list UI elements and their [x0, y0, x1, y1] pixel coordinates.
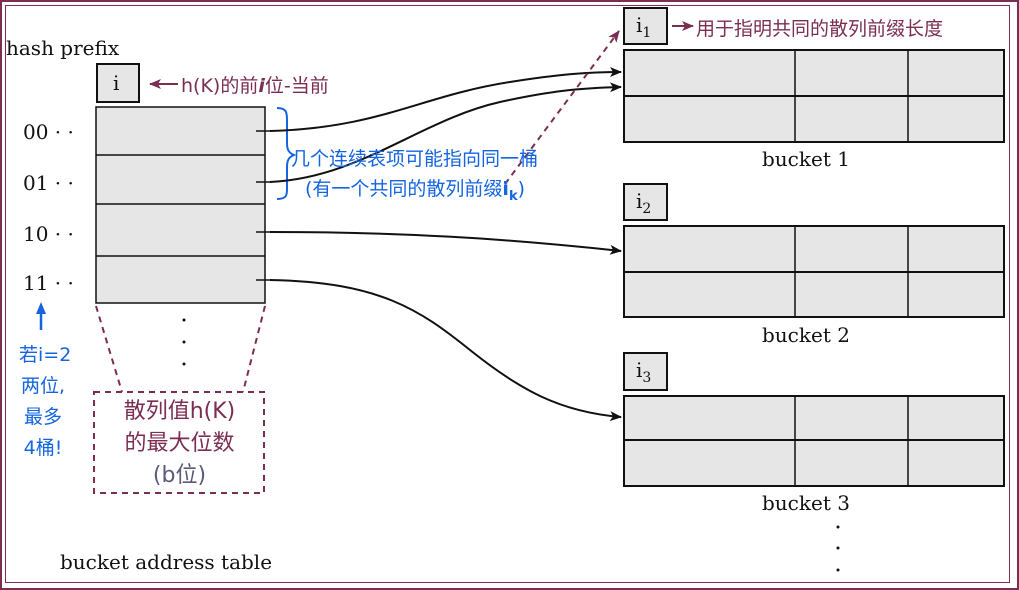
- left-note: 若i=2 两位, 最多 4桶!: [19, 340, 72, 464]
- group-note-line2-i: i: [502, 178, 509, 200]
- ellipsis-dot: [182, 318, 186, 322]
- global-depth-box: [96, 63, 140, 103]
- table-entry-01: 01 · ·: [23, 171, 74, 195]
- bucket-address-table-label: bucket address table: [60, 550, 273, 574]
- table-entry-10: 10 · ·: [23, 222, 74, 246]
- max-bits-line: (b位): [152, 463, 207, 488]
- left-note-line: 若i=2: [19, 344, 72, 366]
- pointer-11-to-bucket-3: [269, 279, 622, 422]
- bucket-3-depth-i: i: [636, 358, 643, 382]
- prefix-note: h(K)的前i位-当前: [181, 71, 329, 98]
- table-entry-11: 11 · ·: [23, 271, 74, 295]
- pointer-01-to-bucket-1: [269, 82, 622, 183]
- bucket-1-depth-i: i: [636, 13, 643, 37]
- dashed-guide: [95, 305, 123, 393]
- left-note-line: 4桶!: [23, 437, 63, 459]
- prefix-note-tail: 位-当前: [264, 75, 329, 97]
- max-bits-note: 散列值h(K) 的最大位数 (b位): [98, 396, 261, 492]
- group-brace: [276, 107, 297, 200]
- prefix-note-head: h(K)的前: [181, 75, 259, 97]
- group-note-line2-pre: (有一个共同的散列前缀: [305, 178, 503, 200]
- ellipsis-dot: [836, 525, 840, 529]
- ellipsis-dot: [836, 568, 840, 572]
- prefix-note-i: i: [258, 75, 265, 97]
- bucket-3-depth-label: i3: [636, 358, 651, 386]
- group-note-line1: 几个连续表项可能指向同一桶: [291, 148, 539, 170]
- bucket-1-depth-label: i1: [636, 13, 651, 41]
- table-entry-00: 00 · ·: [23, 120, 74, 144]
- pointer-00-to-bucket-1: [269, 67, 622, 132]
- bucket-1-depth-box: [623, 7, 668, 45]
- bucket-1-name: bucket 1: [762, 147, 850, 171]
- max-bits-box: [93, 391, 265, 494]
- group-note-line2-sub: k: [508, 188, 518, 204]
- bucket-address-table: [95, 106, 266, 304]
- bucket-2-depth-i: i: [636, 189, 643, 213]
- left-note-line: 最多: [23, 406, 62, 428]
- bucket-3-depth-sub: 3: [642, 370, 652, 386]
- inner-frame: [5, 5, 1010, 583]
- ellipsis-dot: [182, 362, 186, 366]
- bucket-3-name: bucket 3: [762, 491, 850, 515]
- bucket-2-depth-box: [623, 183, 668, 221]
- global-depth-label: i: [113, 71, 120, 95]
- ellipsis-dot: [836, 546, 840, 550]
- common-prefix-arrow: [504, 30, 620, 185]
- group-note-line2: (有一个共同的散列前缀ik): [305, 174, 525, 204]
- hash-prefix-label: hash prefix: [6, 36, 120, 60]
- bucket-1-depth-sub: 1: [642, 25, 652, 41]
- left-note-line: 两位,: [20, 375, 66, 397]
- bucket-2-depth-sub: 2: [642, 201, 652, 217]
- bucket-2-depth-label: i2: [636, 189, 651, 217]
- bucket-2-name: bucket 2: [762, 323, 850, 347]
- pointer-10-to-bucket-2: [269, 231, 622, 255]
- group-note-line2-post: ): [517, 178, 526, 200]
- dashed-guide: [242, 305, 266, 393]
- ellipsis-dot: [182, 340, 186, 344]
- bucket-3-depth-box: [623, 352, 668, 391]
- max-bits-line: 的最大位数: [124, 431, 235, 456]
- local-depth-note: 用于指明共同的散列前缀长度: [696, 18, 944, 40]
- max-bits-line: 散列值h(K): [123, 399, 236, 424]
